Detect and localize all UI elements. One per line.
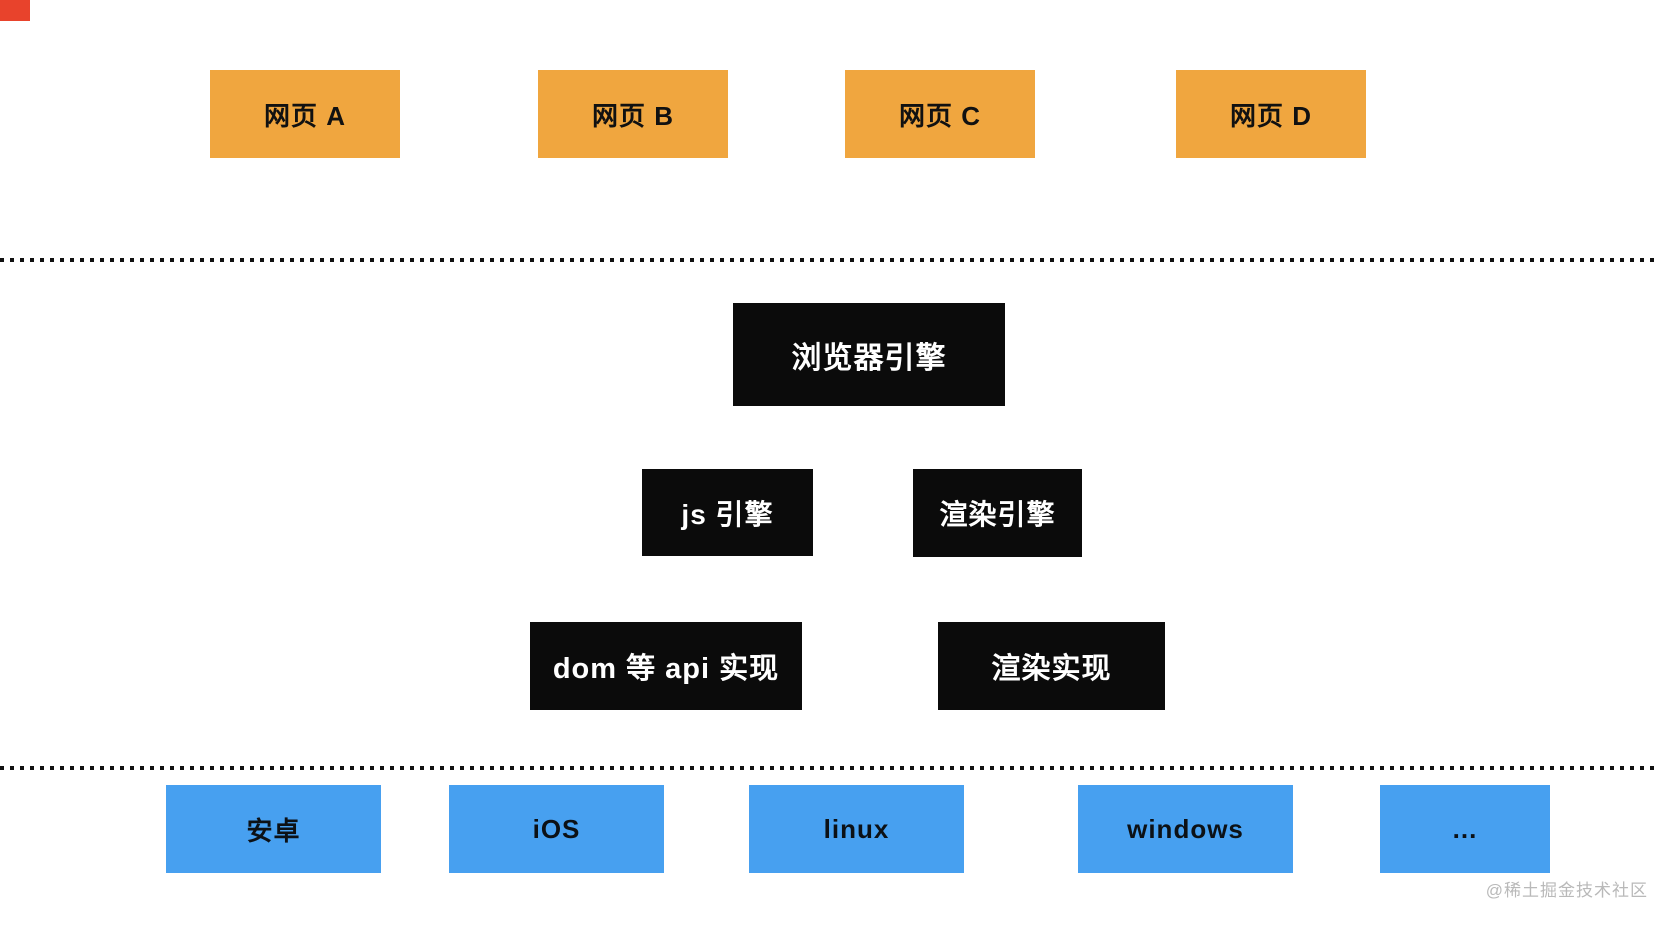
node-webpage-c: 网页 C [845,70,1035,158]
node-dom-api-implementation: dom 等 api 实现 [530,622,802,710]
node-platform-windows: windows [1078,785,1293,873]
node-platform-ellipsis: ... [1380,785,1550,873]
node-webpage-a: 网页 A [210,70,400,158]
node-webpage-d: 网页 D [1176,70,1366,158]
node-webpage-b: 网页 B [538,70,728,158]
watermark-text: @稀土掘金技术社区 [1485,881,1648,900]
node-platform-ios: iOS [449,785,664,873]
node-js-engine: js 引擎 [642,469,813,556]
node-browser-engine: 浏览器引擎 [733,303,1005,406]
node-platform-android: 安卓 [166,785,381,873]
separator-top-dotted-line [0,258,1656,262]
node-platform-linux: linux [749,785,964,873]
separator-bottom-dotted-line [0,766,1656,770]
node-render-implementation: 渲染实现 [938,622,1165,710]
corner-red-mark [0,0,30,21]
node-render-engine: 渲染引擎 [913,469,1082,557]
